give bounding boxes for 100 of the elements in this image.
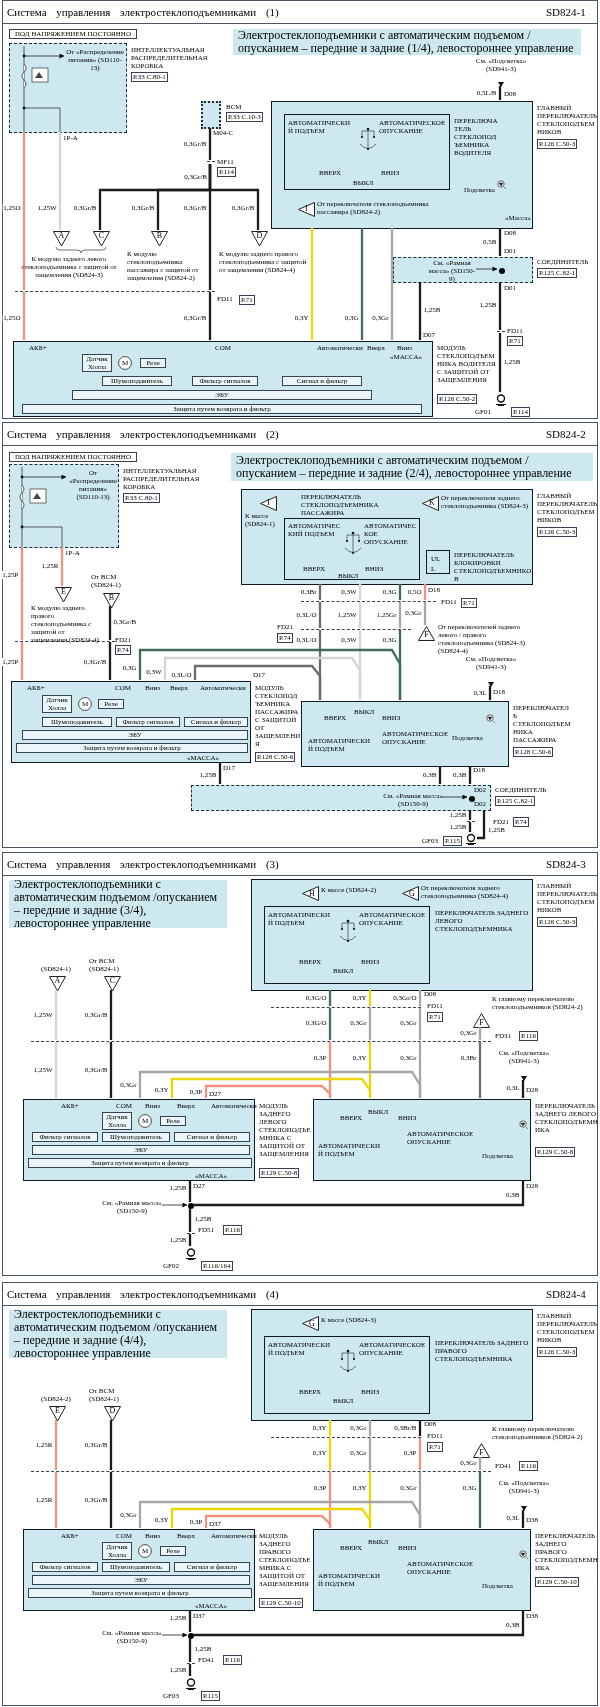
wire (468, 810, 472, 820)
connector-letter: H (309, 889, 315, 898)
wire (521, 1080, 525, 1098)
function-block (102, 376, 172, 386)
wire (398, 602, 402, 628)
diagram-page (2, 852, 598, 1276)
connector-letter: E (61, 588, 66, 598)
page-title: Система управления электростеклоподъемниками (4) (7, 1288, 279, 1300)
wire (109, 1472, 113, 1528)
wire (54, 1420, 58, 1470)
function-block (140, 358, 166, 368)
wire (188, 1638, 192, 1662)
wire (218, 762, 222, 784)
wire (138, 1500, 422, 1528)
wire (318, 602, 322, 628)
function-block (102, 1562, 170, 1572)
wire (22, 132, 26, 290)
function-block (160, 1546, 186, 1556)
function-block (72, 390, 372, 400)
wire (193, 1180, 525, 1207)
function-block (32, 1575, 250, 1585)
wire (328, 1438, 332, 1470)
connector-letter: D (109, 1407, 116, 1417)
function-block (32, 1132, 98, 1142)
wire (368, 1008, 372, 1040)
connector-letter: G (309, 1319, 315, 1328)
wire (208, 164, 260, 230)
function-block (42, 717, 112, 727)
wire (188, 1610, 192, 1632)
connector-letter: F (479, 1449, 484, 1457)
page-code: SD824-4 (546, 1288, 586, 1300)
wire (170, 1077, 372, 1098)
wire (109, 990, 113, 1040)
function-block (32, 1562, 98, 1572)
wire (418, 990, 422, 1006)
connector-letter: F (479, 1019, 484, 1027)
wire (358, 584, 362, 600)
wire (20, 642, 24, 680)
connector-letter: K (429, 499, 435, 507)
wire (368, 990, 372, 1006)
wire (478, 1027, 482, 1040)
function-block (98, 699, 124, 709)
wire (318, 584, 322, 600)
page-title: Система управления электростеклоподъемниками (3) (7, 858, 279, 870)
wire (418, 1008, 422, 1040)
function-block (22, 404, 422, 414)
connector-letter: A (58, 232, 65, 242)
function-block (28, 1588, 252, 1598)
wire (423, 602, 427, 625)
wire (478, 1457, 482, 1470)
wire (418, 1438, 422, 1470)
page-title: Система управления электростеклоподъемниками (2) (7, 428, 279, 440)
wire (368, 1438, 372, 1470)
connector-letter: E (55, 1407, 60, 1417)
connector-letter: D (256, 232, 263, 242)
wire (368, 1420, 372, 1436)
function-block (28, 1158, 252, 1168)
wire (438, 766, 442, 784)
wire (108, 642, 112, 680)
wire (498, 86, 502, 100)
diagram-page (2, 0, 598, 419)
wire (58, 132, 62, 230)
wire (208, 292, 212, 340)
wire (109, 1042, 113, 1098)
page-code: SD824-1 (546, 6, 586, 18)
wire (60, 547, 64, 586)
wire (188, 1208, 192, 1232)
wire (328, 1420, 332, 1436)
wire (328, 1008, 332, 1040)
function-block (192, 376, 258, 386)
wire (468, 822, 472, 832)
wire (163, 656, 362, 700)
wire (478, 1042, 482, 1098)
wire (138, 1070, 422, 1098)
diagram-page (2, 1282, 598, 1706)
wire (188, 1234, 192, 1246)
wire (208, 128, 212, 160)
function-block (32, 1145, 250, 1155)
wire (310, 228, 314, 340)
function-block (160, 1116, 186, 1126)
wire (54, 1042, 58, 1098)
wire (108, 606, 112, 640)
wire (498, 333, 502, 392)
function-block (22, 730, 248, 740)
wire (138, 648, 402, 700)
connector-letter: F (424, 631, 429, 639)
wire (188, 1180, 192, 1202)
status-tag (9, 452, 137, 462)
function-block (174, 1562, 250, 1572)
wire (418, 282, 422, 340)
function-block (174, 1132, 250, 1142)
function-block (116, 717, 180, 727)
wire (54, 1472, 58, 1528)
connector-letter: G (409, 889, 415, 898)
wire (477, 810, 486, 840)
wire (418, 1420, 422, 1436)
subtitle-text: Электростеклоподъемники с автоматическим подъемом /опусканием – передние и задние (3/4), левостороннее управление (14, 878, 219, 930)
wire (398, 584, 402, 600)
subtitle-text: Электростеклоподъемники с автоматическим подъемом /опусканием – передние и задние (4/4), левостороннее управление (14, 1308, 219, 1360)
function-block (184, 717, 248, 727)
